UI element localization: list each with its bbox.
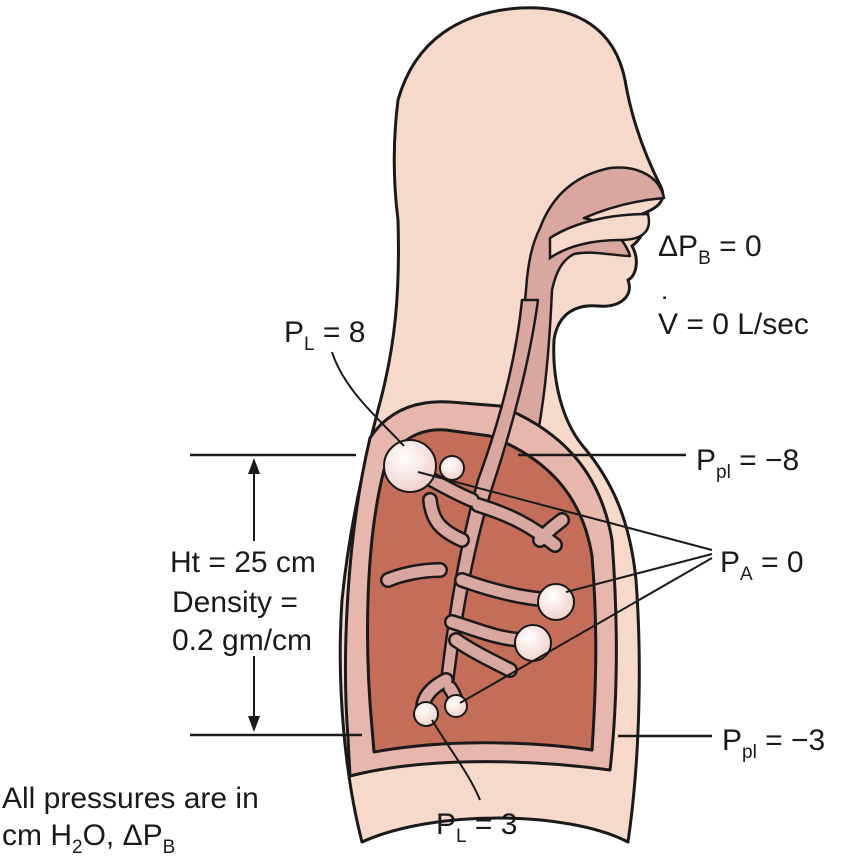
flow-label: V = 0 L/sec — [658, 308, 809, 341]
alveolus-bottom-right — [444, 694, 468, 718]
height-label: Ht = 25 cm — [170, 546, 316, 579]
alveolus-middle-lower — [514, 624, 552, 662]
tongue-palate — [548, 212, 651, 261]
alveolus-large-top — [383, 439, 437, 493]
pl-bottom-pointer — [431, 719, 481, 801]
height-arrow — [248, 458, 260, 732]
alveolus-middle-right — [537, 583, 575, 621]
pl-top-pointer — [331, 351, 405, 447]
ppl-bottom-label: Ppl = −3 — [722, 724, 825, 763]
density-label-line2: 0.2 gm/cm — [172, 624, 312, 657]
units-note-line2: cm H2O, ΔPB — [2, 819, 175, 858]
flow-dot: ˙ — [661, 292, 671, 325]
units-note-line1: All pressures are in — [2, 782, 259, 815]
pa-label: PA = 0 — [720, 546, 804, 585]
delta-pb-label: ΔPB = 0 — [658, 230, 762, 269]
alveolus-top-small — [439, 455, 465, 481]
density-label-line1: Density = — [172, 586, 298, 619]
pl-top-label: PL = 8 — [284, 316, 365, 355]
ppl-top-label: Ppl = −8 — [696, 444, 799, 483]
pa-pointers — [417, 471, 713, 704]
pl-bottom-label: PL = 3 — [436, 808, 517, 847]
